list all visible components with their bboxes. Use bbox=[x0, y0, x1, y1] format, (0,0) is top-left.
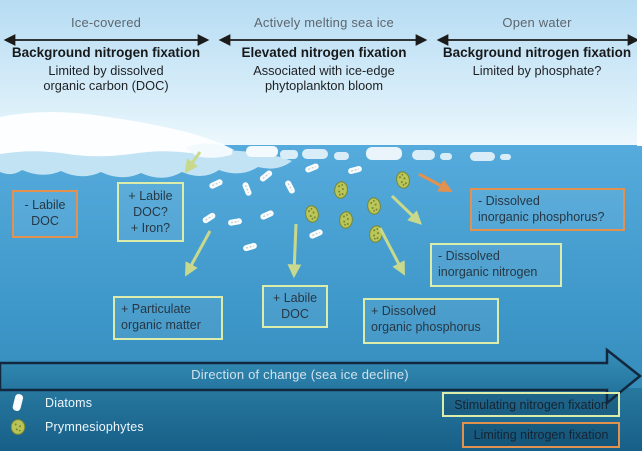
deep-water-band bbox=[0, 388, 642, 451]
diatom-icon bbox=[12, 394, 24, 411]
flux-arrow-inorganic-nitrogen bbox=[390, 194, 422, 225]
direction-of-change-arrow bbox=[0, 347, 642, 406]
prymnesiophyte-icon bbox=[10, 419, 26, 435]
flux-arrow-ice-edge bbox=[184, 151, 202, 174]
flux-arrow-particulate bbox=[185, 230, 212, 277]
right-edge-strip bbox=[637, 0, 642, 146]
flux-arrow-organic-phosphorus bbox=[378, 227, 405, 276]
ice-floes bbox=[246, 146, 511, 161]
flux-arrow-labile-doc bbox=[287, 223, 302, 279]
flux-arrow-inorganic-phosphorus bbox=[418, 172, 453, 192]
ice-sheet bbox=[0, 112, 234, 157]
